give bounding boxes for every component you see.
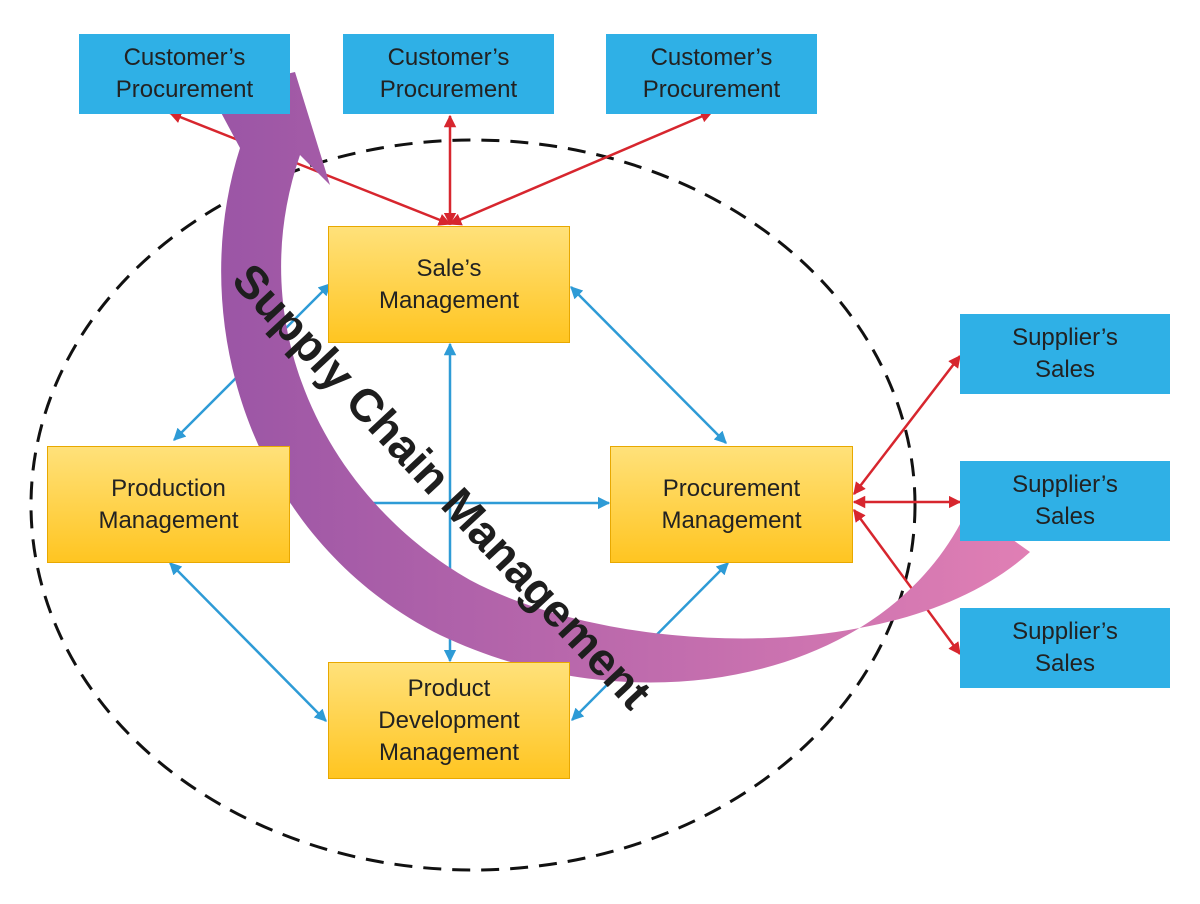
procurement-line2: Management: [661, 506, 802, 534]
arrow-sales-customer-3: [448, 110, 714, 226]
arrow-sales-procurement: [570, 286, 727, 444]
production-line1: Production: [111, 474, 226, 502]
supplier-2-line1: Supplier’s: [1012, 471, 1118, 498]
customer-procurement-box-2: Customer’s Procurement: [343, 34, 554, 114]
customer-2-line1: Customer’s: [387, 44, 510, 71]
supplier-3-line1: Supplier’s: [1012, 618, 1118, 645]
sales-line2: Management: [378, 286, 520, 314]
sales-line1: Sale’s: [416, 254, 482, 282]
customer-procurement-box-3: Customer’s Procurement: [606, 34, 817, 114]
customer-1-line1: Customer’s: [123, 44, 246, 71]
customer-procurement-box-1: Customer’s Procurement: [79, 34, 290, 114]
product-dev-line3: Management: [378, 738, 520, 766]
supplier-sales-box-2: Supplier’s Sales: [960, 461, 1170, 541]
customer-3-line1: Customer’s: [650, 44, 773, 71]
customer-1-line2: Procurement: [115, 76, 254, 103]
sales-management-box: Sale’s Management: [328, 226, 570, 343]
product-development-management-box: Product Development Management: [328, 662, 570, 779]
production-management-box: Production Management: [47, 446, 290, 563]
customer-3-line2: Procurement: [642, 76, 781, 103]
supplier-1-line1: Supplier’s: [1012, 324, 1118, 351]
product-dev-line1: Product: [407, 674, 491, 702]
arrow-sales-customer-1: [168, 111, 452, 226]
supplier-2-line2: Sales: [1034, 503, 1096, 530]
supplier-3-line2: Sales: [1034, 650, 1096, 677]
supplier-1-line2: Sales: [1034, 356, 1096, 383]
customer-arrows: [168, 110, 714, 226]
supply-chain-arc-arrow: [210, 72, 1030, 683]
procurement-line1: Procurement: [662, 474, 801, 502]
product-dev-line2: Development: [378, 706, 520, 734]
arrow-production-productdev: [169, 562, 327, 722]
supplier-sales-box-1: Supplier’s Sales: [960, 314, 1170, 394]
supplier-sales-box-3: Supplier’s Sales: [960, 608, 1170, 688]
supplier-arrows: [852, 355, 962, 656]
customer-2-line2: Procurement: [379, 76, 518, 103]
arrow-procurement-supplier-1: [853, 355, 961, 495]
arrow-procurement-supplier-3: [852, 508, 962, 656]
procurement-management-box: Procurement Management: [610, 446, 853, 563]
production-line2: Management: [98, 506, 239, 534]
